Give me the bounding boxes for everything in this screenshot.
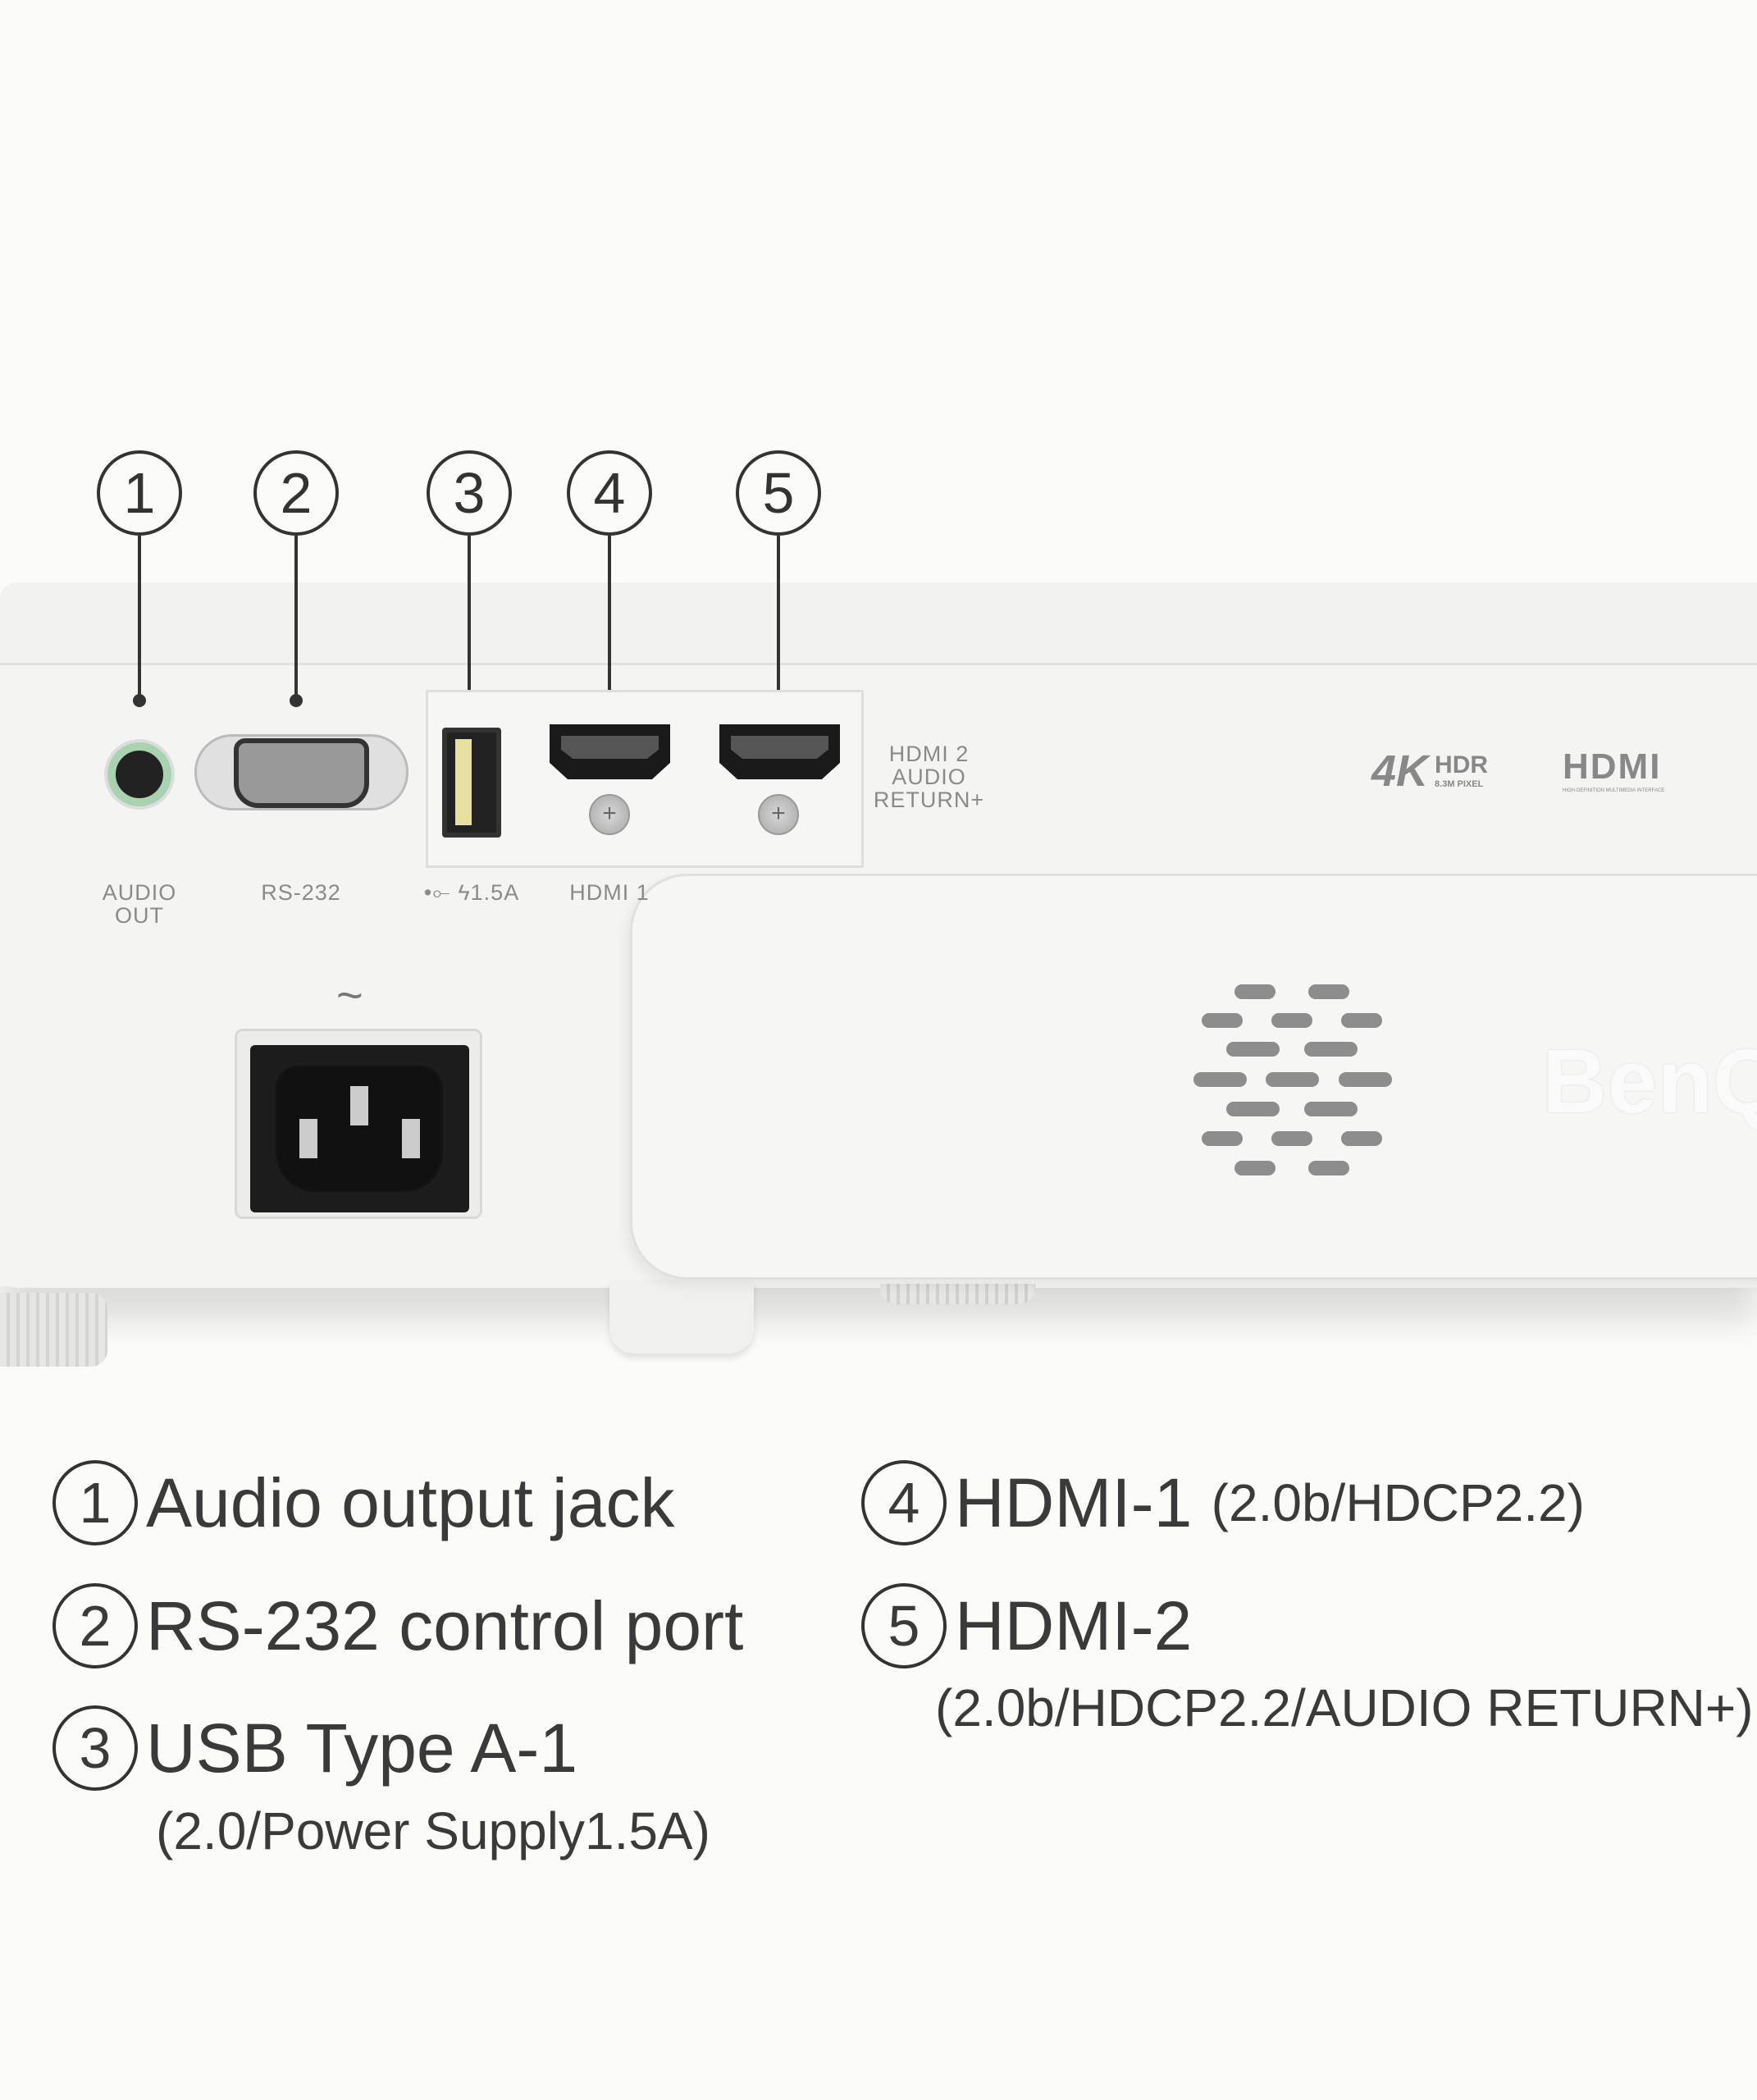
callout-4: 4: [567, 450, 652, 536]
legend-title: HDMI-1: [955, 1463, 1193, 1541]
legend-detail: (2.0b/HDCP2.2/AUDIO RETURN+): [935, 1678, 1754, 1737]
leader-line: [138, 536, 141, 701]
legend-title: HDMI-2: [955, 1586, 1193, 1664]
legend-title: RS-232 control port: [146, 1586, 744, 1664]
hdmi2-label: HDMI 2 AUDIO RETURN+: [869, 742, 988, 811]
power-inlet: [250, 1045, 469, 1212]
leader-line: [468, 536, 471, 701]
label-line: AUDIO: [102, 880, 177, 905]
label-line: HDMI 2: [888, 742, 970, 766]
4k-text: 4K: [1371, 746, 1429, 796]
screw-icon: +: [758, 794, 799, 835]
hdr-text: HDR: [1435, 751, 1489, 778]
label-line: OUT: [115, 903, 164, 928]
leader-dot: [133, 694, 146, 707]
brand-logo: BenQ: [1542, 1031, 1757, 1132]
callout-3: 3: [427, 450, 512, 536]
legend-title: Audio output jack: [146, 1463, 675, 1541]
usb-port: [442, 728, 501, 838]
rs232-label: RS-232: [261, 880, 341, 905]
rs232-connector: [234, 738, 369, 808]
legend-detail: (2.0b/HDCP2.2): [1211, 1473, 1585, 1532]
leader-line: [294, 536, 298, 701]
audio-out-label: AUDIO OUT: [82, 881, 197, 927]
legend-number: 3: [52, 1705, 138, 1791]
leader-line: [608, 536, 611, 701]
leader-dot: [290, 694, 303, 707]
pixel-text: 8.3M PIXEL: [1435, 779, 1484, 789]
callout-5: 5: [736, 450, 821, 536]
hdmi-logo-text: HDMI: [1563, 746, 1662, 787]
hdmi1-port: [550, 724, 670, 779]
label-line: AUDIO: [892, 765, 966, 789]
usb-icon: •⟜ ϟ: [423, 880, 471, 905]
callout-2: 2: [253, 450, 339, 536]
4k-hdr-logo: 4K HDR 8.3M PIXEL: [1371, 746, 1488, 796]
hdmi-logo: HDMI HIGH-DEFINITION MULTIMEDIA INTERFAC…: [1563, 746, 1664, 794]
legend-title: USB Type A-1: [146, 1709, 578, 1787]
legend-number: 1: [52, 1460, 138, 1545]
label-line: RETURN+: [873, 788, 985, 812]
callout-1: 1: [97, 450, 182, 536]
leader-line: [777, 536, 780, 701]
screw-icon: +: [589, 794, 630, 835]
audio-out-jack: [107, 742, 171, 806]
legend-number: 5: [861, 1583, 947, 1669]
speaker-grille: [1189, 980, 1394, 1177]
ac-symbol: ~: [336, 969, 363, 1020]
center-foot: [609, 1280, 754, 1354]
left-foot: [0, 1293, 107, 1367]
usb-current: 1.5A: [470, 880, 520, 905]
usb-label: •⟜ ϟ1.5A: [402, 881, 541, 904]
hdmi1-label: HDMI 1: [569, 880, 650, 905]
hdmi2-port: [719, 724, 840, 779]
legend-detail: (2.0/Power Supply1.5A): [156, 1801, 710, 1860]
legend-number: 2: [52, 1583, 138, 1669]
legend-number: 4: [861, 1460, 947, 1545]
right-foot: [880, 1284, 1035, 1304]
hdmi-logo-sub: HIGH-DEFINITION MULTIMEDIA INTERFACE: [1563, 788, 1665, 793]
